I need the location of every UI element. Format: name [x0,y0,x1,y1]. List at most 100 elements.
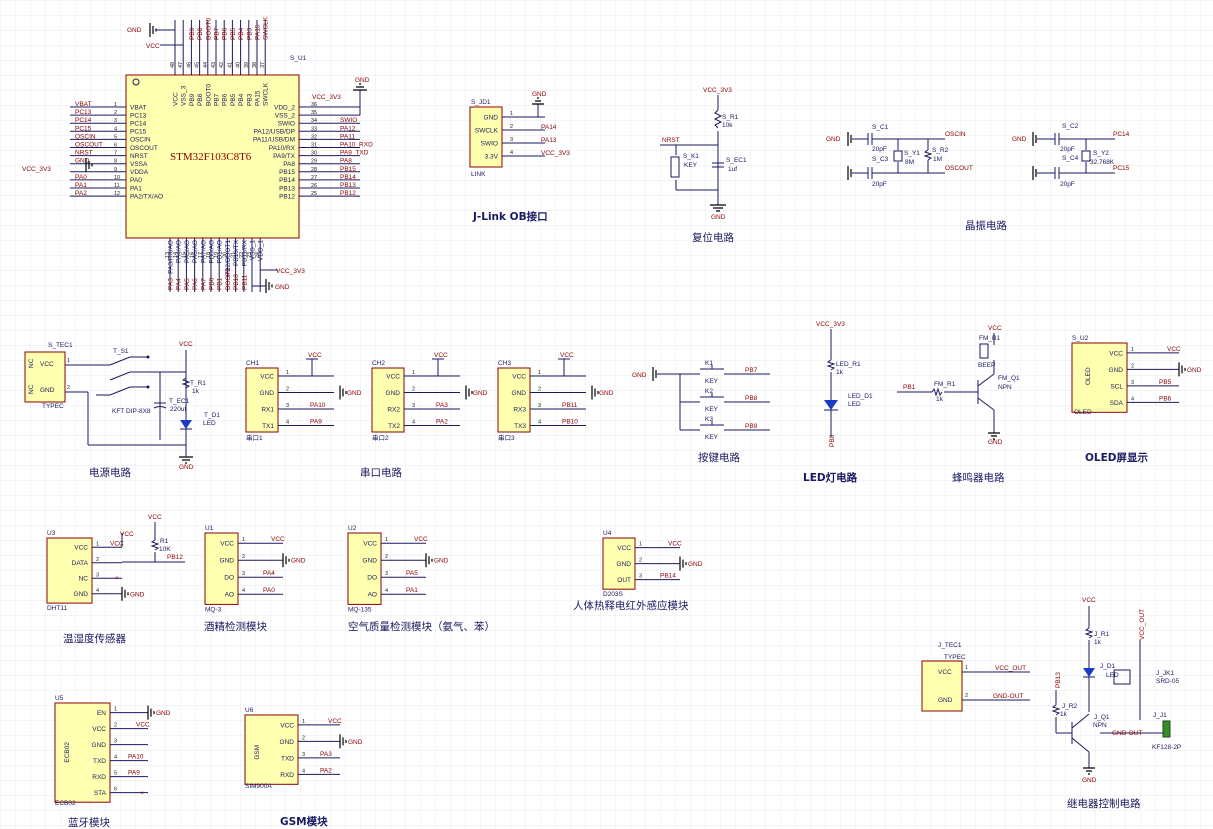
uart-net: PB10 [562,419,578,426]
relay-conn-type: TYPEC [944,654,966,661]
bt-pin-label: TXD [93,758,106,765]
mcu-pin-num: 31 [311,143,317,149]
mcu-pin-num: 26 [311,183,317,189]
crystal-title: 晶振电路 [965,219,1007,232]
mcu-pin-label: PB14 [279,177,295,184]
pir-body[interactable] [602,537,636,590]
mcu-pin-label: PC14 [130,121,147,128]
uart-net: PA10 [310,402,326,409]
power-nc2: NC [28,384,35,394]
jlink-net: PA14 [541,124,557,131]
reset-key-ref: S_K1 [683,153,699,160]
jlink-pin-label: 3.3V [485,153,499,160]
mcu-net-label: PA6 [192,278,199,290]
mcu-net-label: PA4 [176,278,183,290]
uart-pin-num: 2 [286,387,289,393]
relay-conn-body[interactable] [921,660,963,712]
key-ref: K2 [705,388,713,395]
mcu-net-label: VBAT [75,101,92,108]
bt-pin-num: 6 [114,787,117,793]
led-block: VCC_3V3 LED_R1 1k LED_D1 LED PB0 LED灯电路 [803,321,873,484]
gsm-body[interactable] [244,714,299,785]
relay-r1v: 1k [1094,639,1102,646]
reset-title: 复位电路 [692,231,734,244]
bt-ref: U5 [55,695,64,702]
mq3-title: 酒精检测模块 [204,620,267,633]
uart-pin-label: RX1 [261,406,274,413]
uart-pin-num: 4 [538,420,541,426]
mcu-net-label: PB10 [233,274,240,290]
mcu-net-label: VCC [146,43,160,50]
mcu-pin-num: 6 [114,143,117,149]
mcu-pin-num: 23 [247,252,253,258]
mq135-pin-num: 2 [385,554,388,560]
pin1-marker [132,78,140,86]
mq135-body[interactable] [347,532,382,605]
mcu-block: STM32F103C8T6 S_U1 VBAT1VBATPC132PC13PC1… [22,16,373,293]
mcu-vcc3v3-bottom: VCC_3V3 [276,268,305,275]
mq135-pin-num: 4 [385,588,388,594]
mcu-pin-label: PB7 [214,93,221,106]
reset-capval: 1uf [728,166,737,173]
mcu-pin-num: 3 [114,118,117,124]
reset-r: S_R1 [722,114,739,121]
oled-side-label: OLED [1085,367,1092,385]
mcu-body[interactable] [125,74,300,239]
led-net: PB0 [829,434,836,447]
reset-key-symbol[interactable] [670,156,680,178]
xtal-c4: S_C4 [1062,155,1079,162]
uart-pin-num: 1 [412,370,415,376]
mcu-pin-label: PC15 [130,129,147,136]
oled-body[interactable] [1071,342,1128,413]
uart-body[interactable] [497,367,531,433]
jlink-body[interactable] [469,106,503,168]
mcu-pin-label: PC13 [130,112,147,119]
uart-pin-label: VCC [512,373,526,380]
gsm-net-label: PA2 [320,767,332,774]
mcu-pin-label: PB9 [189,93,196,106]
mcu-pin-num: 28 [311,167,317,173]
jlink-pin-num: 2 [510,124,513,130]
xtal-y1-symbol[interactable] [893,150,903,162]
dht-body[interactable] [46,537,93,604]
uart-body[interactable] [371,367,405,433]
buzzer-qtype: NPN [998,384,1012,391]
key-net: PB9 [745,423,758,430]
mq135-title: 空气质量检测模块（氨气、苯） [348,620,495,633]
ground-symbol [282,553,290,568]
xtal-y2: S_Y2 [1093,150,1109,157]
uart-body[interactable] [245,367,279,433]
bt-body[interactable] [54,702,111,803]
mcu-pin-num: 22 [239,252,245,258]
relay-conn-ref: J_TEC1 [938,642,962,649]
power-conn-body[interactable] [24,351,66,403]
xtal-y2-symbol[interactable] [1081,150,1091,162]
reset-rval: 10k [722,122,733,129]
uart-pin-label: TX3 [514,423,526,430]
mcu-pin-num: 1 [114,102,117,108]
jlink-net: GND [532,91,547,98]
pnum: 2 [965,693,968,699]
mcu-net-label: PB1 [217,277,224,290]
mq135-pin-label: GND [363,558,378,565]
relay-coil-symbol[interactable] [1113,669,1131,685]
gsm-pin-num: 4 [302,768,305,774]
mcu-pin-label: VCC [173,92,180,106]
uart-net: VCC [560,352,574,359]
mq3-body[interactable] [204,532,239,605]
bt-title: 蓝牙模块 [68,817,110,829]
gsm-pin-num: 1 [302,719,305,725]
uart-ref: CH3 [498,360,511,367]
oled-net-label: PB6 [1159,395,1172,402]
reset-gnd: GND [711,214,726,221]
mcu-net-label: PB6 [222,27,229,40]
buzzer-beep-symbol[interactable] [979,343,989,359]
power-conn-type: TYPEC [42,403,64,410]
gsm-side-label: GSM [254,745,261,760]
relay-terminal-symbol[interactable] [1162,720,1171,738]
relay-qtype: NPN [1093,722,1107,729]
bt-pin-num: 2 [114,723,117,729]
